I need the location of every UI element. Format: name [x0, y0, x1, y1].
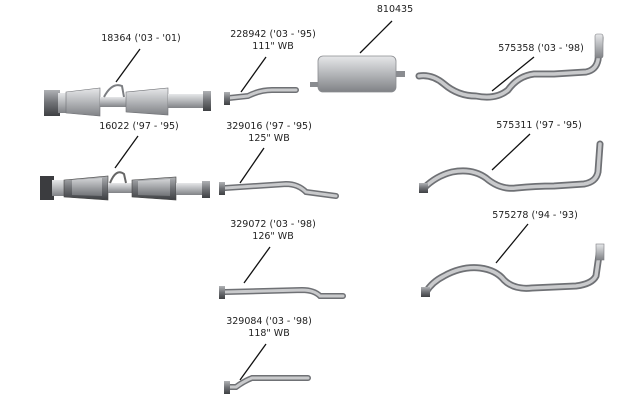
intermediate-pipe-329016 [219, 180, 339, 199]
intermediate-pipe-228942 [224, 87, 299, 105]
muffler-inlet [310, 82, 324, 87]
label-329084: 329084 ('03 - '98) 118" WB [226, 316, 312, 339]
front-converter [65, 87, 101, 117]
inlet-flange [44, 90, 60, 116]
catalytic-converter-18364 [44, 84, 211, 117]
outlet-flange [202, 181, 210, 198]
leader-329084 [239, 343, 267, 381]
o2-tube [109, 171, 127, 184]
rear-converter [125, 87, 169, 116]
inlet-collar [52, 180, 64, 196]
leader-lines [114, 20, 535, 381]
leader-575278 [495, 223, 529, 264]
label-575358: 575358 ('03 - '98) [498, 43, 584, 54]
intermediate-pipe-329072 [219, 286, 346, 299]
flange [224, 92, 230, 105]
muffler-outlet [396, 71, 405, 77]
label-575311: 575311 ('97 - '95) [496, 120, 582, 131]
tip [595, 243, 605, 261]
leader-329072 [243, 246, 271, 284]
leader-329016 [239, 147, 265, 184]
tip [594, 33, 604, 59]
intermediate-pipe-329084 [224, 375, 311, 394]
tailpipe-575311 [419, 140, 604, 193]
label-16022: 16022 ('97 - '95) [99, 121, 179, 132]
label-228942: 228942 ('03 - '95) 111" WB [230, 29, 316, 52]
tailpipe-575358 [415, 33, 604, 101]
inlet [419, 183, 428, 193]
label-18364: 18364 ('03 - '01) [101, 33, 181, 44]
outlet-pipe [168, 94, 204, 108]
flange [219, 286, 225, 299]
outlet-flange [203, 91, 211, 111]
inlet [421, 287, 430, 297]
muffler-810435 [310, 55, 405, 93]
label-329016: 329016 ('97 - '95) 125" WB [226, 121, 312, 144]
muffler-body [317, 55, 397, 93]
label-329072: 329072 ('03 - '98) 126" WB [230, 219, 316, 242]
leader-575311 [491, 133, 531, 171]
mid-pipe [108, 183, 132, 193]
label-810435: 810435 [376, 4, 414, 15]
inlet-flange [40, 176, 54, 200]
flange [224, 381, 230, 394]
label-575278: 575278 ('94 - '93) [492, 210, 578, 221]
leader-16022 [114, 135, 139, 169]
o2-tube [103, 84, 125, 98]
catalytic-converter-16022 [40, 171, 210, 201]
leader-810435 [359, 20, 393, 54]
leader-228942 [240, 56, 267, 93]
mid-pipe [100, 97, 126, 107]
inlet-collar [58, 93, 66, 113]
leader-575358 [491, 56, 535, 92]
outlet-pipe [176, 183, 204, 195]
tailpipe-575278 [421, 243, 605, 297]
flange [219, 182, 225, 195]
leader-18364 [115, 48, 141, 83]
